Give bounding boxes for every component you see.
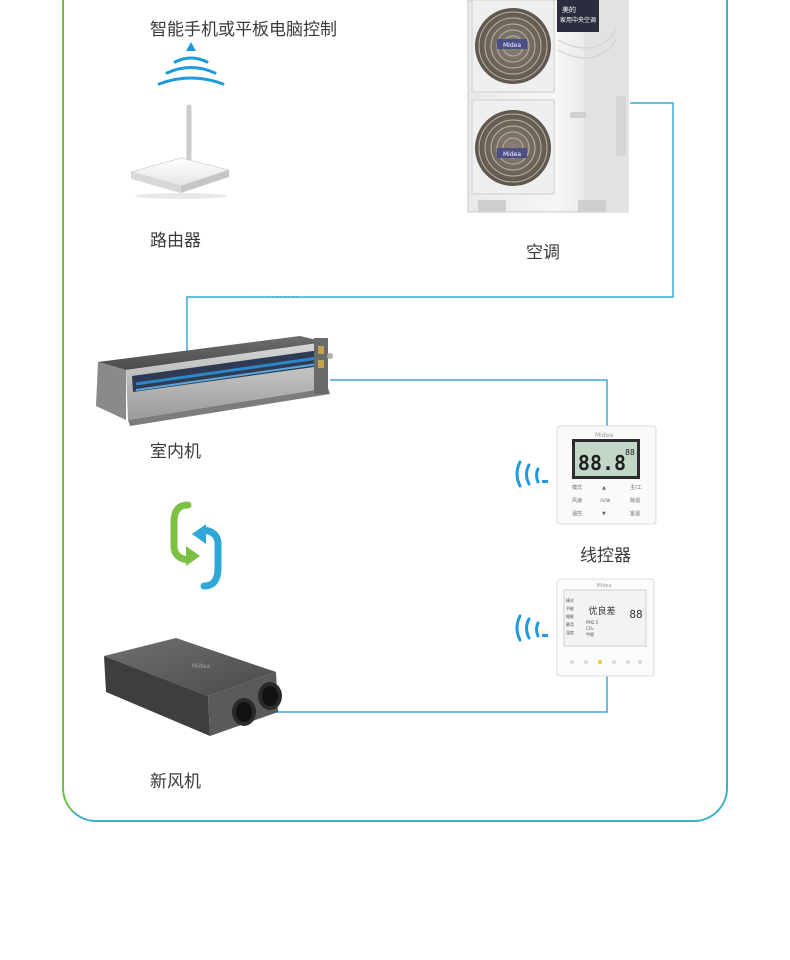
label-wired-controller: 线控器 [580,546,631,566]
fc-metric-2: 甲醛 [586,631,594,637]
label-ac: 空调 [526,243,560,263]
fc-digits: 88 [629,608,642,621]
ac-fan-label-top: Midea [503,42,521,49]
wire-indoor-to-controller [330,379,608,428]
wc-btn-7[interactable]: ▼ [602,511,606,517]
wc-btn-5[interactable]: 除湿 [630,497,640,504]
wifi-signal-icon-fresh [515,614,548,642]
fc-metric-1: CO₂ [586,626,594,631]
wired-controller-digits-small: 88 [625,448,635,457]
wc-btn-3[interactable]: 风速 [572,498,582,504]
wired-controller: Midea 88.8 88 模式 ▲ 主/工 风速 ⊙/⊕ 除湿 温控 ▼ 室温 [556,425,657,525]
label-router: 路由器 [150,231,201,251]
ac-outdoor-unit: Midea Midea 美的 家用中央空调 [467,0,629,213]
wifi-signal-icon-controller [515,460,548,488]
fresh-air-unit: Midea [104,638,282,736]
fc-row-1: 节能 [566,605,574,611]
wc-btn-1[interactable]: ▲ [602,485,606,491]
wc-btn-2[interactable]: 主/工 [630,484,642,491]
ac-badge-line1: 美的 [562,5,576,14]
ac-fan-label-bottom: Midea [503,151,521,158]
label-fresh-air: 新风机 [150,772,201,792]
fc-quality-text: 优良差 [588,605,615,617]
fc-metric-0: PM2.5 [586,620,599,625]
fresh-unit-brand: Midea [192,663,210,670]
fc-row-2: 睡眠 [566,613,574,619]
wc-btn-8[interactable]: 室温 [630,510,640,517]
label-indoor: 室内机 [150,442,201,462]
wc-btn-0[interactable]: 模式 [572,484,582,491]
ac-badge-line2: 家用中央空调 [560,16,596,24]
wire-fresh-to-controller [258,676,608,713]
wired-controller-digits: 88.8 [578,451,626,475]
diagram-frame [62,0,728,822]
wired-controller-brand: Midea [595,432,613,439]
fresh-air-controller: Midea 模式 节能 睡眠 静音 温度 PM2.5 CO₂ 甲醛 优良差 88 [556,578,655,677]
label-phone: 智能手机或平板电脑控制 [150,20,337,40]
fc-row-4: 温度 [566,629,574,635]
wire-ac-to-indoor [186,102,674,355]
indoor-unit [96,336,333,426]
cycle-arrows-icon [170,501,222,590]
fresh-controller-brand: Midea [596,583,611,589]
router-icon [129,104,231,199]
fc-row-0: 模式 [566,597,574,603]
wifi-signal-icon [157,42,225,86]
wc-btn-4[interactable]: ⊙/⊕ [600,498,610,504]
wc-btn-6[interactable]: 温控 [572,510,582,517]
fc-row-3: 静音 [566,621,574,627]
